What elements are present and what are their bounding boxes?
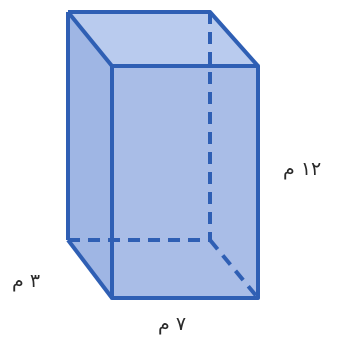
top-left-diagonal-edge [66,10,114,68]
depth-label: ٣ م [12,270,41,292]
width-label: ٧ م [158,313,187,335]
hidden-edges [68,12,260,300]
front-face [112,66,258,298]
visible-edges [66,10,260,300]
bottom-left-diagonal-edge [66,238,114,300]
hidden-bottom-right-edge [208,238,260,300]
height-label: ١٢ م [283,158,322,180]
top-outline [68,10,260,68]
left-side-face [68,12,112,298]
front-face-outline [110,64,260,300]
